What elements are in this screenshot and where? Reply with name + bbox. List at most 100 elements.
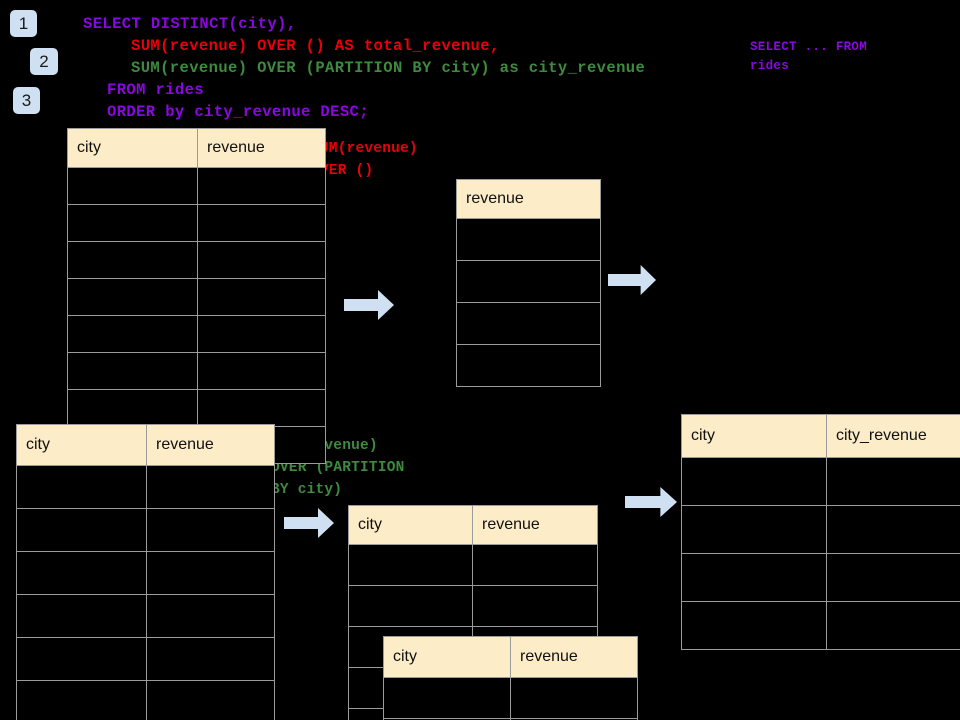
sql-line-5: ORDER by city_revenue DESC; (107, 103, 369, 121)
column-header: city (348, 505, 473, 545)
table-cell (16, 508, 147, 552)
table-row (16, 680, 275, 720)
table-row (348, 544, 598, 586)
table-cell (146, 594, 275, 638)
arrow-shape (284, 508, 334, 538)
step-badge-1: 1 (10, 10, 37, 37)
table-cell (67, 167, 198, 205)
table-cell (826, 553, 960, 602)
side-note-line-1: SELECT ... FROM (750, 40, 868, 54)
table-cell (826, 505, 960, 554)
table-cell (681, 601, 827, 650)
table-cell (146, 465, 275, 509)
table-cell (197, 204, 326, 242)
table-cell (510, 677, 638, 719)
column-header: revenue (146, 424, 275, 466)
table-cell (456, 260, 601, 303)
table-cell (681, 457, 827, 506)
arrow-groups-to-result (625, 487, 677, 517)
sum-over-empty-annotation-line-2: OVER () (311, 163, 374, 179)
table-row (456, 260, 601, 303)
table-row (383, 718, 638, 720)
table-cell (16, 551, 147, 595)
table-cell (16, 465, 147, 509)
arrow-source-to-total (344, 290, 394, 320)
side-note-line-2: rides (750, 59, 790, 73)
table-row (16, 508, 275, 552)
table-cell (197, 389, 326, 427)
step-badge-2: 2 (30, 48, 58, 75)
table-cell (67, 389, 198, 427)
sql-line-2: SUM(revenue) OVER () AS total_revenue, (131, 37, 500, 55)
table-row (16, 637, 275, 681)
total-revenue-table: revenue (456, 179, 601, 387)
table-cell (16, 680, 147, 720)
column-header: city (681, 414, 827, 458)
table-row (67, 204, 326, 242)
table-cell (146, 508, 275, 552)
step-badge-3: 3 (13, 87, 40, 114)
column-header: city_revenue (826, 414, 960, 458)
sql-line-1: SELECT DISTINCT(city), (83, 15, 297, 33)
table-row (456, 344, 601, 387)
table-row (456, 302, 601, 345)
table-cell (67, 278, 198, 316)
table-row (16, 594, 275, 638)
table-cell (826, 457, 960, 506)
column-header: revenue (456, 179, 601, 219)
table-row (681, 553, 960, 602)
table-row (67, 241, 326, 279)
table-row (681, 457, 960, 506)
arrow-shape (608, 265, 656, 295)
table-cell (826, 601, 960, 650)
sum-over-partition-annotation-line-2: OVER (PARTITION (271, 460, 405, 476)
table-cell (146, 637, 275, 681)
table-row (456, 218, 601, 261)
table-cell (383, 677, 511, 719)
arrow-shape (344, 290, 394, 320)
table-header-row: revenue (456, 179, 601, 219)
column-header: city (67, 128, 198, 168)
table-cell (67, 241, 198, 279)
column-header: city (383, 636, 511, 678)
table-cell (456, 218, 601, 261)
table-cell (510, 718, 638, 720)
table-row (681, 601, 960, 650)
table-cell (681, 505, 827, 554)
table-row (67, 315, 326, 353)
table-cell (348, 544, 473, 586)
select-from-rides-note: SELECT ... FROM rides (750, 38, 867, 76)
table-cell (348, 585, 473, 627)
column-header: revenue (510, 636, 638, 678)
sql-query-code: SELECT DISTINCT(city), SUM(revenue) OVER … (83, 13, 645, 123)
table-row (67, 352, 326, 390)
arrow-total-to-result (608, 265, 656, 295)
table-cell (197, 315, 326, 353)
table-cell (146, 551, 275, 595)
table-cell (67, 204, 198, 242)
table-cell (67, 352, 198, 390)
table-cell (197, 278, 326, 316)
sql-line-4: FROM rides (107, 81, 205, 99)
column-header: revenue (197, 128, 326, 168)
table-cell (16, 594, 147, 638)
arrow-partition-to-groups (284, 508, 334, 538)
table-row (67, 167, 326, 205)
sum-over-empty-annotation: SUM(revenue)OVER () (311, 138, 418, 182)
table-row (383, 677, 638, 719)
column-header: revenue (472, 505, 598, 545)
column-header: city (16, 424, 147, 466)
table-cell (197, 241, 326, 279)
table-cell (456, 344, 601, 387)
table-row (16, 551, 275, 595)
table-cell (681, 553, 827, 602)
